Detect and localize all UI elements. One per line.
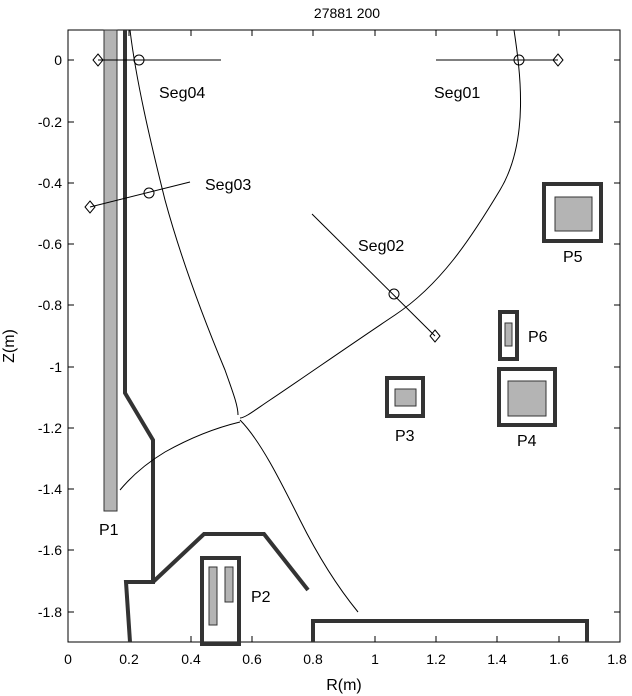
coil-label-p3: P3 [395, 428, 415, 445]
seg04-intersection-marker [133, 54, 145, 66]
seg02-end-marker [429, 329, 441, 343]
x-tick-label: 0.6 [242, 651, 262, 667]
seg03-end-marker [84, 200, 96, 214]
seg02-label: Seg02 [358, 238, 404, 255]
x-tick-label: 1.4 [487, 651, 507, 667]
seg02-chord [311, 213, 436, 337]
seg04-label: Seg04 [159, 85, 205, 102]
coil-p6-casing [498, 310, 519, 361]
x-axis-label: R(m) [326, 677, 362, 694]
y-tick-label: -1 [50, 359, 63, 375]
x-tick-label: 0.2 [119, 651, 139, 667]
plot-title: 27881 200 [314, 5, 380, 21]
seg01-label: Seg01 [434, 85, 480, 102]
x-tick-label: 1.2 [426, 651, 446, 667]
y-axis-label: Z(m) [1, 329, 18, 363]
y-tick-label: -1.4 [38, 481, 62, 497]
coil-p3-conductor [394, 388, 417, 407]
separatrix-divertor-leg-inner [119, 421, 241, 491]
y-tick-label: -0.6 [38, 236, 62, 252]
vessel-wall-upper-divertor [151, 532, 310, 592]
coil-label-p5: P5 [563, 249, 583, 266]
seg03-intersection-marker [143, 187, 155, 199]
seg03-label: Seg03 [205, 177, 251, 194]
coil-p2-casing [200, 556, 241, 646]
coil-p3-casing [385, 376, 425, 418]
separatrix-outer [239, 29, 521, 419]
y-tick-label: -1.6 [38, 542, 62, 558]
seg02-intersection-marker [388, 288, 400, 300]
x-tick-label: 1.8 [607, 651, 627, 667]
y-tick-label: 0 [54, 52, 62, 68]
x-tick-label: 0.4 [181, 651, 201, 667]
coil-p2-conductor-right [224, 566, 234, 603]
seg01-intersection-marker [513, 54, 525, 66]
y-tick-marks [68, 59, 620, 613]
coil-p5-conductor [554, 196, 593, 232]
coil-p1 [103, 29, 118, 512]
x-tick-label: 0 [64, 651, 72, 667]
y-tick-label: -0.2 [38, 114, 62, 130]
x-tick-label: 0.8 [303, 651, 323, 667]
vessel-wall-inner [123, 30, 155, 643]
coil-p4-casing [497, 367, 557, 427]
coil-p2-conductor-left [208, 566, 218, 626]
x-tick-label: 1.6 [549, 651, 569, 667]
x-tick-label: 1 [371, 651, 379, 667]
y-tick-label: -0.8 [38, 297, 62, 313]
separatrix-divertor-leg-outer [239, 419, 359, 613]
coil-label-p1: P1 [99, 522, 119, 539]
coil-label-p2: P2 [251, 589, 271, 606]
coil-p6-conductor [504, 322, 513, 347]
y-tick-label: -0.4 [38, 175, 62, 191]
plot-frame [67, 29, 621, 643]
seg04-end-marker [92, 53, 104, 67]
separatrix-inner [129, 29, 239, 416]
y-tick-label: -1.8 [38, 604, 62, 620]
seg01-end-marker [552, 53, 564, 67]
seg03-chord [89, 181, 191, 208]
y-tick-label: -1.2 [38, 420, 62, 436]
coil-p4-conductor [507, 380, 547, 417]
vessel-wall-lower [311, 619, 589, 642]
coil-label-p4: P4 [517, 433, 537, 450]
coil-label-p6: P6 [528, 329, 548, 346]
coil-p5-casing [542, 182, 603, 243]
